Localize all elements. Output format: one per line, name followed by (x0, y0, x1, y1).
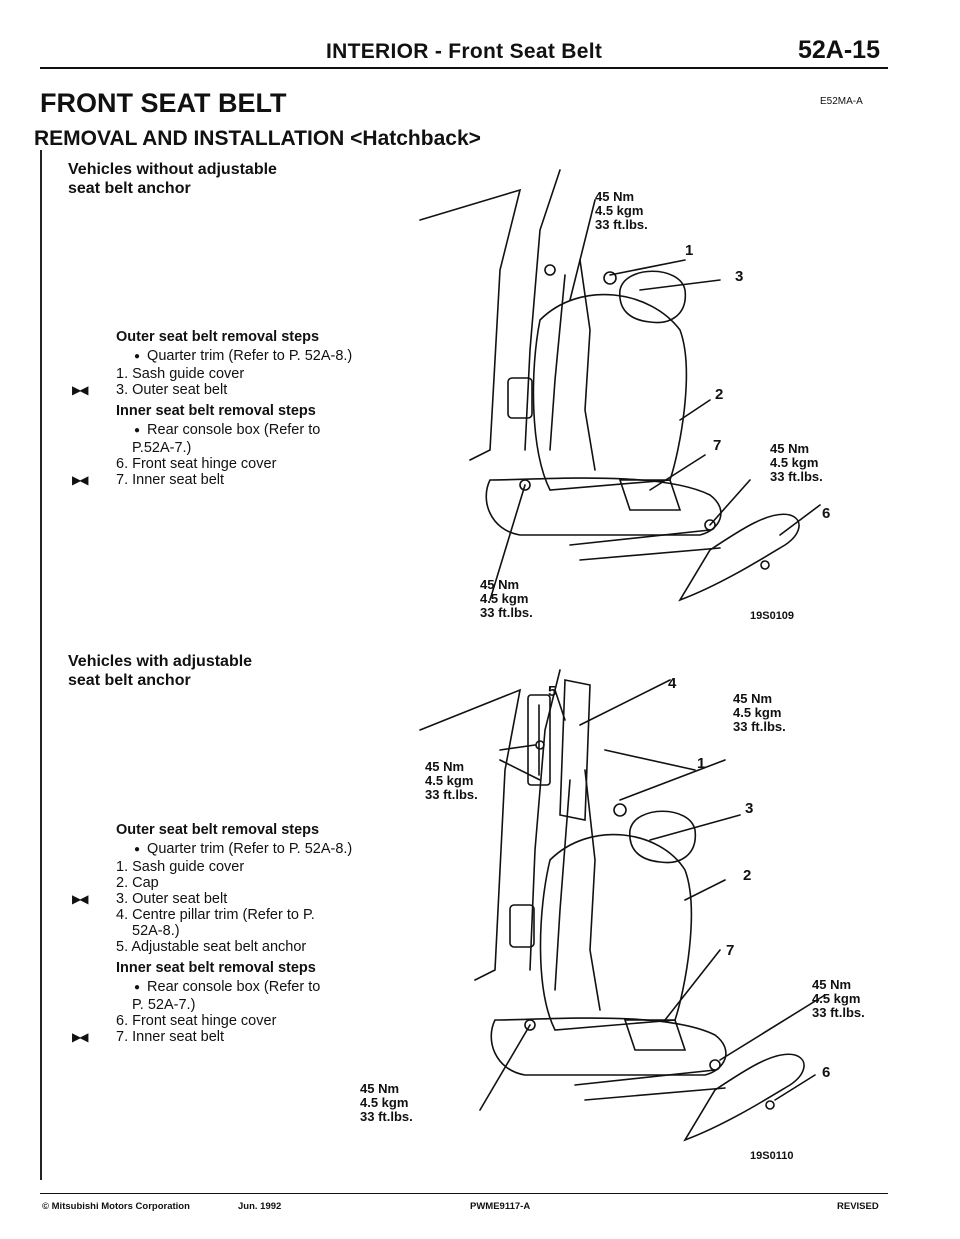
torque-value: 45 Nm (425, 759, 465, 774)
torque-value: 4.5 kgm (770, 455, 819, 470)
fig1-outer-heading: Outer seat belt removal steps (116, 329, 320, 345)
fig2-seat-belt-diagram (419, 669, 826, 1142)
fig2-torque-top-right: 45 Nm 4.5 kgm 33 ft.lbs. (733, 692, 786, 734)
fig1-heading: Vehicles without adjustable seat belt an… (68, 160, 277, 198)
torque-value: 45 Nm (812, 977, 852, 992)
fig2-outer-step-0: Quarter trim (Refer to P. 52A-8.) (116, 841, 352, 859)
torque-value: 33 ft.lbs. (360, 1109, 413, 1124)
torque-value: 45 Nm (595, 189, 635, 204)
header-title: INTERIOR - Front Seat Belt (326, 40, 603, 63)
footer-status: REVISED (837, 1201, 879, 1212)
torque-value: 33 ft.lbs. (770, 469, 823, 484)
fig1-callout-3: 3 (735, 268, 744, 285)
torque-value: 45 Nm (480, 577, 520, 592)
fig2-callout-2: 2 (743, 867, 752, 884)
fig1-inner-heading: Inner seat belt removal steps (116, 403, 316, 419)
footer-rule (40, 1193, 888, 1194)
fig2-outer-step-3-row: ▶◀ 3. Outer seat belt (72, 891, 352, 907)
fig2-heading-line2: seat belt anchor (68, 672, 191, 689)
fig1-seat-belt-diagram (419, 169, 821, 602)
section-subtitle: REMOVAL AND INSTALLATION <Hatchback> (34, 127, 481, 150)
removal-marker-icon: ▶◀ (72, 1030, 89, 1044)
fig2-outer-step-2: 2. Cap (116, 875, 159, 891)
fig1-heading-line1: Vehicles without adjustable (68, 161, 277, 178)
torque-value: 33 ft.lbs. (733, 719, 786, 734)
fig2-inner-step-0: Rear console box (Refer to (116, 979, 352, 997)
torque-value: 33 ft.lbs. (812, 1005, 865, 1020)
fig2-callout-4: 4 (668, 675, 677, 692)
torque-value: 4.5 kgm (425, 773, 474, 788)
fig1-outer-step-0: Quarter trim (Refer to P. 52A-8.) (116, 348, 352, 366)
fig2-callout-6: 6 (822, 1064, 831, 1081)
removal-marker-icon: ▶◀ (72, 892, 89, 906)
fig2-torque-bottom: 45 Nm 4.5 kgm 33 ft.lbs. (360, 1082, 413, 1124)
fig1-steps: Outer seat belt removal steps Quarter tr… (72, 327, 352, 488)
header-rule (40, 67, 888, 69)
fig2-outer-step-3: 3. Outer seat belt (116, 891, 228, 907)
fig1-inner-step-1: P.52A-7.) (132, 440, 192, 456)
fig1-torque-right: 45 Nm 4.5 kgm 33 ft.lbs. (770, 442, 823, 484)
removal-marker-icon: ▶◀ (72, 473, 89, 487)
fig2-outer-step-1: 1. Sash guide cover (116, 859, 245, 875)
fig2-figure-id: 19S0110 (750, 1150, 794, 1162)
margin-rule (40, 150, 42, 1180)
fig1-figure-id: 19S0109 (750, 610, 795, 622)
fig1-outer-step-1: 1. Sash guide cover (116, 366, 245, 382)
fig1-torque-bottom: 45 Nm 4.5 kgm 33 ft.lbs. (480, 578, 533, 620)
fig2-inner-step-2: 6. Front seat hinge cover (116, 1013, 277, 1029)
fig2-outer-step-6: 5. Adjustable seat belt anchor (116, 939, 307, 955)
fig1-torque-top: 45 Nm 4.5 kgm 33 ft.lbs. (595, 190, 648, 232)
fig1-callout-7: 7 (713, 437, 722, 454)
fig1-inner-step-3: 7. Inner seat belt (116, 472, 225, 488)
torque-value: 4.5 kgm (812, 991, 861, 1006)
fig1-callout-6: 6 (822, 505, 831, 522)
torque-value: 45 Nm (770, 441, 810, 456)
fig2-torque-left: 45 Nm 4.5 kgm 33 ft.lbs. (425, 760, 478, 802)
page-number: 52A-15 (798, 36, 880, 64)
fig1-callout-1: 1 (685, 242, 694, 259)
fig2-steps: Outer seat belt removal steps Quarter tr… (72, 820, 352, 1045)
fig2-heading: Vehicles with adjustable seat belt ancho… (68, 652, 252, 690)
footer-copyright: © Mitsubishi Motors Corporation (42, 1201, 190, 1212)
fig2-callout-1: 1 (697, 755, 706, 772)
section-title: FRONT SEAT BELT (40, 88, 287, 118)
fig2-torque-right: 45 Nm 4.5 kgm 33 ft.lbs. (812, 978, 865, 1020)
fig1-outer-step-2-row: ▶◀ 3. Outer seat belt (72, 382, 352, 398)
torque-value: 4.5 kgm (733, 705, 782, 720)
fig2-inner-step-3: 7. Inner seat belt (116, 1029, 225, 1045)
removal-marker-icon: ▶◀ (72, 383, 89, 397)
fig2-inner-step-1: P. 52A-7.) (132, 997, 196, 1013)
fig1-outer-step-2: 3. Outer seat belt (116, 382, 228, 398)
torque-value: 33 ft.lbs. (425, 787, 478, 802)
fig1-inner-step-3-row: ▶◀ 7. Inner seat belt (72, 472, 352, 488)
torque-value: 45 Nm (733, 691, 773, 706)
fig2-callout-3: 3 (745, 800, 754, 817)
fig2-heading-line1: Vehicles with adjustable (68, 653, 253, 670)
fig2-inner-heading: Inner seat belt removal steps (116, 960, 316, 976)
fig2-outer-step-4: 4. Centre pillar trim (Refer to P. (116, 907, 315, 923)
section-code: E52MA-A (820, 96, 863, 107)
torque-value: 4.5 kgm (595, 203, 644, 218)
fig2-callout-5: 5 (548, 683, 557, 700)
fig1-heading-line2: seat belt anchor (68, 180, 191, 197)
torque-value: 4.5 kgm (480, 591, 529, 606)
fig2-callout-7: 7 (726, 942, 735, 959)
footer-date: Jun. 1992 (238, 1201, 282, 1212)
fig1-inner-step-2: 6. Front seat hinge cover (116, 456, 277, 472)
footer-code: PWME9117-A (470, 1201, 531, 1212)
fig2-outer-heading: Outer seat belt removal steps (116, 822, 320, 838)
fig1-callout-2: 2 (715, 386, 724, 403)
torque-value: 45 Nm (360, 1081, 400, 1096)
torque-value: 33 ft.lbs. (595, 217, 648, 232)
torque-value: 33 ft.lbs. (480, 605, 533, 620)
fig2-inner-step-3-row: ▶◀ 7. Inner seat belt (72, 1029, 352, 1045)
torque-value: 4.5 kgm (360, 1095, 409, 1110)
fig1-inner-step-0: Rear console box (Refer to (116, 422, 352, 440)
fig2-outer-step-5: 52A-8.) (132, 923, 180, 939)
